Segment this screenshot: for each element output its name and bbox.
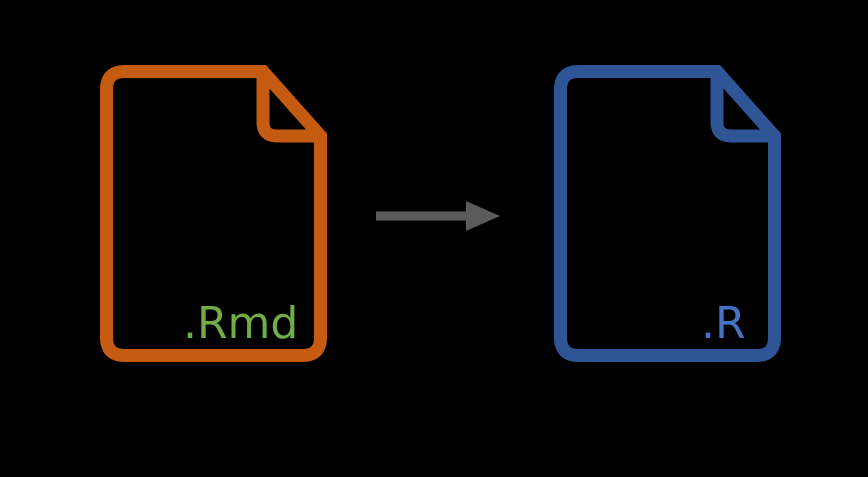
file-fold-corner <box>710 71 775 143</box>
arrow-head <box>466 201 500 231</box>
rmd-file-label: .Rmd <box>183 298 298 349</box>
file-outline-dogear-icon: .Rmd <box>100 65 327 362</box>
file-fold-corner <box>256 71 321 143</box>
arrow-right-icon <box>370 196 504 236</box>
rmd-file-icon: .Rmd <box>100 65 327 362</box>
arrow-right-svg <box>376 201 500 231</box>
r-file-label: .R <box>701 298 746 349</box>
file-outline-dogear-icon: .R <box>554 65 781 362</box>
r-file-icon: .R <box>554 65 781 362</box>
file-page-outline <box>100 65 327 362</box>
file-page-outline <box>554 65 781 362</box>
